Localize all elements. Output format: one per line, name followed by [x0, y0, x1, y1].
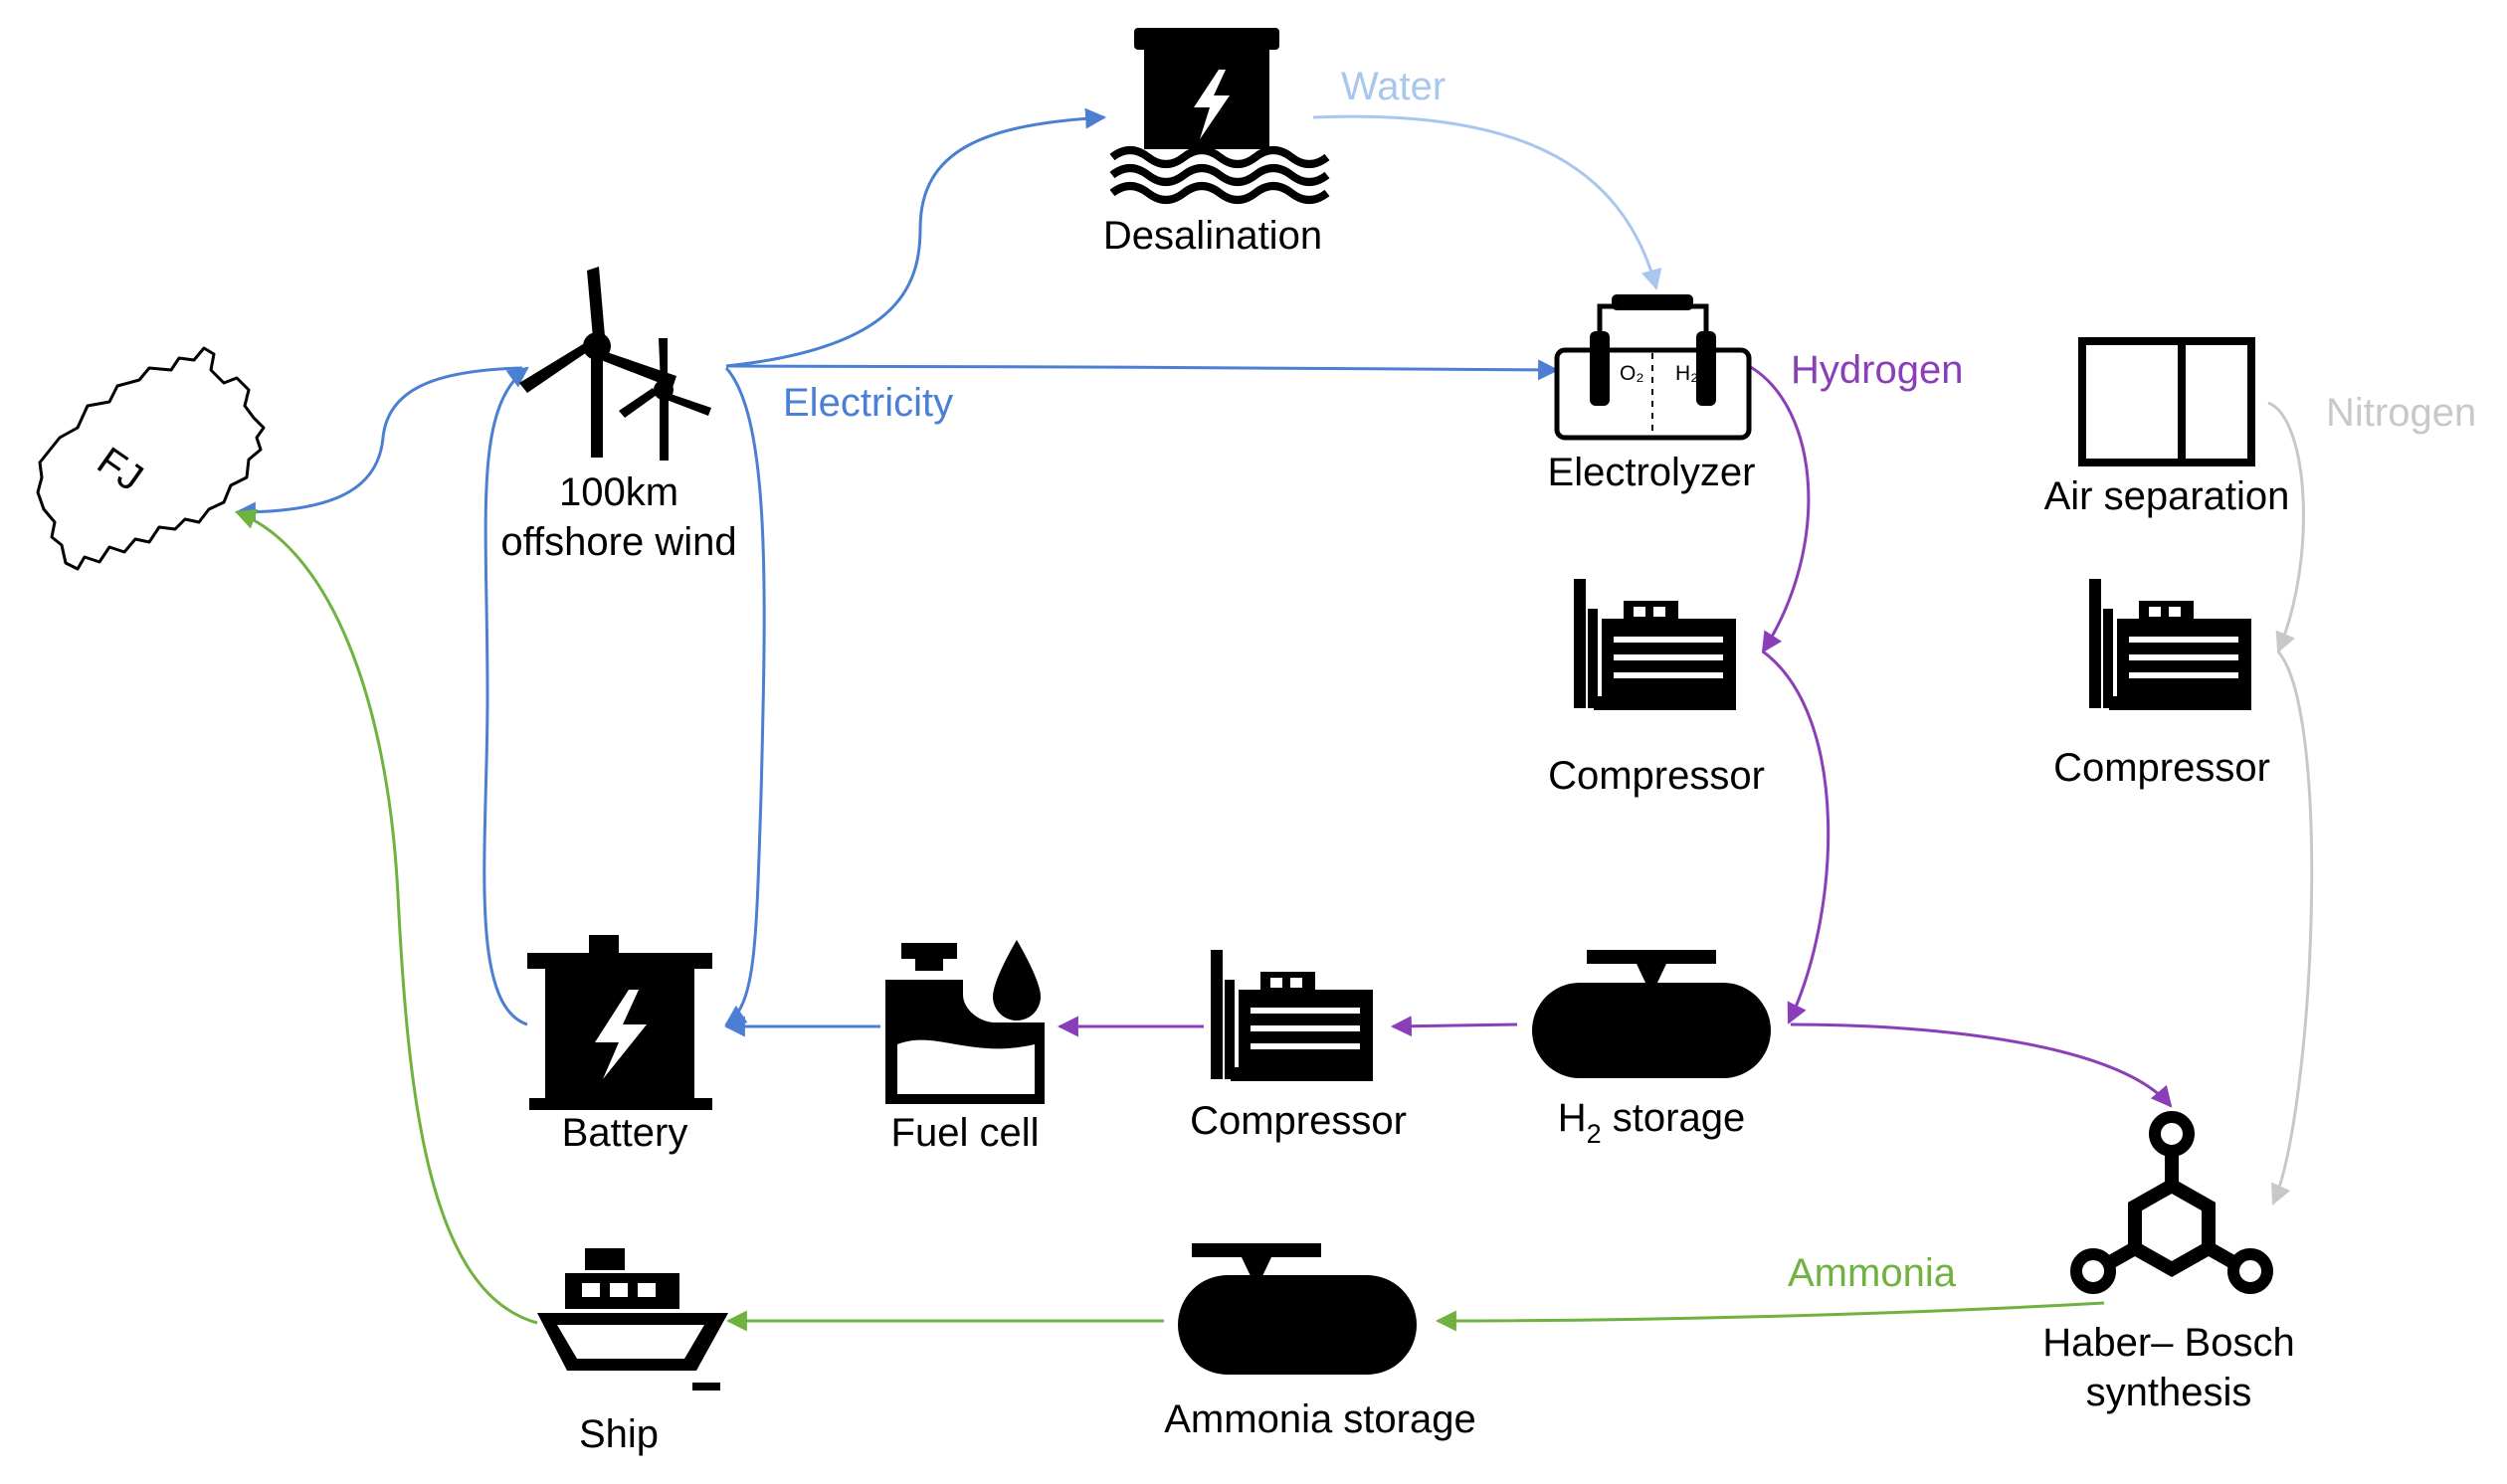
wind-label-line2: offshore wind: [500, 520, 736, 564]
fj-map-icon: FJ: [36, 346, 266, 571]
h2-storage-label: H2 storage: [1558, 1096, 1745, 1149]
arrow-electrolyzer-to-compressor: [1748, 364, 1811, 653]
flow-label-electricity: Electricity: [783, 381, 953, 425]
arrow-wind-to-battery: [724, 366, 766, 1026]
arrow-wind-to-fj: [234, 366, 523, 523]
haber-label-line1: Haber– Bosch: [2042, 1321, 2294, 1365]
hydrogen-flows: [1057, 364, 2173, 1108]
flow-label-nitrogen: Nitrogen: [2326, 391, 2476, 435]
fuel-cell-label: Fuel cell: [891, 1111, 1040, 1155]
air-separation-label: Air separation: [2044, 474, 2290, 518]
electrolyzer-h2-label: H₂: [1675, 362, 1698, 385]
arrow-compressor-to-haber: [2271, 650, 2314, 1206]
ship-label: Ship: [579, 1412, 659, 1456]
battery-label: Battery: [562, 1111, 688, 1155]
arrow-wind-to-electrolyzer: [725, 359, 1560, 381]
arrow-storage-to-compressor: [1390, 1016, 1518, 1037]
compressor-icon: [2089, 579, 2251, 710]
h2-storage-label-sub: 2: [1587, 1119, 1602, 1149]
compressor-h2-label: Compressor: [1548, 754, 1765, 798]
ammonia-flows: [235, 508, 2105, 1332]
flow-label-ammonia: Ammonia: [1788, 1251, 1957, 1295]
arrow-airsep-to-compressor: [2267, 401, 2305, 653]
fuel-cell-icon: [885, 940, 1045, 1104]
air-separation-icon: [2078, 337, 2255, 466]
arrow-storage-to-haber: [1790, 1022, 2173, 1108]
electricity-flows: [234, 107, 1560, 1037]
compressor-n2-label: Compressor: [2053, 746, 2270, 790]
molecule-icon: [2070, 1111, 2273, 1294]
wind-label-line1: 100km: [559, 470, 678, 514]
arrow-battery-to-wind: [482, 366, 529, 1026]
nitrogen-flows: [2267, 401, 2314, 1206]
flow-label-hydrogen: Hydrogen: [1791, 348, 1963, 392]
wind-turbine-icon: [519, 267, 711, 461]
flow-label-water: Water: [1341, 65, 1446, 108]
compressor-fc-label: Compressor: [1190, 1099, 1407, 1143]
h2-storage-label-tail: storage: [1602, 1096, 1746, 1140]
compressor-icon: [1211, 950, 1373, 1081]
desalination-icon: [1109, 28, 1330, 204]
electrolyzer-o2-label: O₂: [1620, 362, 1644, 385]
ship-icon: [537, 1248, 728, 1391]
storage-tank-icon: [1178, 1243, 1417, 1375]
arrow-desalination-to-electrolyzer: [1312, 114, 1662, 291]
arrow-haber-to-ammonia-storage: [1435, 1301, 2105, 1332]
haber-label-line2: synthesis: [2086, 1371, 2252, 1414]
electrolyzer-icon: O₂ H₂: [1554, 294, 1752, 441]
compressor-icon: [1574, 579, 1736, 710]
arrow-compressor-to-storage: [1762, 649, 1831, 1024]
electrolyzer-label: Electrolyzer: [1548, 451, 1756, 494]
battery-icon: [527, 935, 712, 1110]
h2-storage-label-main: H: [1558, 1096, 1587, 1140]
arrow-wind-to-desalination: [725, 107, 1107, 368]
ammonia-storage-label: Ammonia storage: [1164, 1397, 1475, 1441]
desalination-label: Desalination: [1103, 214, 1322, 258]
storage-tank-icon: [1532, 950, 1771, 1078]
arrow-ship-to-fj: [235, 508, 538, 1325]
